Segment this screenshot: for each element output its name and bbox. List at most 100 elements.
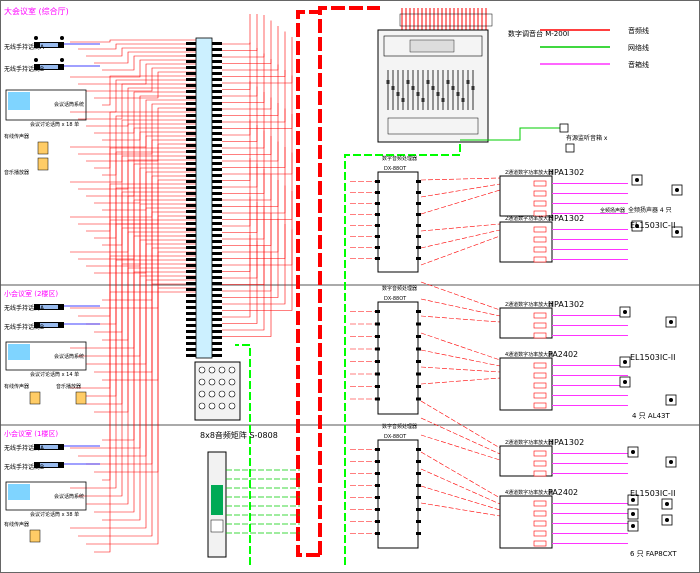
bus-out-line	[222, 235, 251, 318]
amp-label-4: 4通道数字功率放大器	[505, 351, 553, 358]
signal-line	[70, 239, 196, 449]
mixer-title: 数字调音台 M-200I	[508, 29, 569, 38]
signal-line	[78, 263, 196, 497]
amp-channel	[533, 540, 547, 547]
bus-connector	[186, 174, 196, 177]
proc-out-port	[416, 460, 421, 463]
processor-label-1: 数字音频处理器	[382, 155, 417, 162]
processor-label-2: 数字音频处理器	[382, 285, 417, 292]
speaker-cone	[675, 188, 679, 192]
matrix-knob	[208, 366, 216, 374]
proc-in-port	[375, 496, 380, 499]
speaker-cone	[665, 502, 669, 506]
bus-connector	[212, 300, 222, 303]
matrix-knob	[198, 366, 206, 374]
signal-line	[78, 63, 196, 85]
signal-line	[94, 71, 196, 99]
mic-label-3: 无线手持话筒A	[4, 304, 45, 312]
monitor-speaker	[559, 123, 569, 133]
signal-line	[70, 59, 196, 78]
fader-knob	[401, 98, 405, 102]
mixer-net	[460, 127, 560, 141]
proc-in-port	[375, 347, 380, 351]
matrix-knob	[208, 402, 216, 410]
amp-channel	[533, 530, 547, 537]
proc-out-port	[416, 335, 421, 338]
amp-feed	[420, 235, 501, 266]
proc-in-port	[375, 257, 380, 260]
bus-connector	[186, 282, 196, 285]
legend-speaker: 音箱线	[628, 60, 649, 69]
bus-connector	[186, 90, 196, 93]
matrix-knob	[208, 390, 216, 398]
fader-knob	[396, 92, 400, 96]
amp-feed	[420, 332, 501, 361]
signal-line	[94, 291, 196, 553]
proc-in-port	[375, 235, 380, 238]
bus-connector	[212, 336, 222, 339]
speaker-cone	[669, 398, 673, 402]
bus-connector	[212, 264, 222, 267]
rack-title-2: 会议话筒系统	[54, 353, 84, 360]
proc-out-port	[416, 213, 421, 216]
bus-connector	[186, 270, 196, 273]
amp-label-5: 2通道数字功率放大器	[505, 439, 553, 446]
proc-in-port	[375, 246, 380, 249]
amp-model-2: HPA1302	[548, 214, 584, 223]
matrix-knob	[198, 390, 206, 398]
zone-label-1: 大会议室 (综合厅)	[4, 6, 69, 16]
proc-in-port	[375, 532, 380, 535]
bus-connector	[186, 252, 196, 255]
signal-line	[70, 79, 196, 113]
speaker-note-1: 全频扬声器 4 只	[628, 206, 672, 214]
processor-box	[377, 171, 419, 273]
speaker-cone	[635, 178, 639, 182]
signal-line	[86, 287, 196, 545]
amp-model-6: PA2402	[548, 488, 578, 497]
amp-channel	[533, 200, 547, 207]
speaker-cone	[669, 460, 673, 464]
bus-connector	[186, 300, 196, 303]
amp-feed	[420, 229, 501, 249]
processor-box	[377, 439, 419, 549]
bus-connector	[186, 84, 196, 87]
proc-out-port	[416, 360, 421, 363]
amp-channel	[533, 470, 547, 477]
amp-channel	[533, 332, 547, 339]
fader-knob	[391, 86, 395, 90]
green-trunk	[235, 140, 461, 565]
fader-knob	[466, 80, 470, 84]
amp-feed	[420, 223, 501, 232]
bus-out-line	[222, 59, 272, 110]
bus-out-line	[222, 14, 258, 51]
conference-rack-3	[5, 481, 87, 511]
signal-line	[86, 207, 196, 365]
speaker-cone	[635, 224, 639, 228]
proc-out-port	[416, 532, 421, 535]
amp-channel	[533, 246, 547, 253]
proc-out-port	[416, 202, 421, 205]
proc-in-port	[375, 224, 380, 227]
signal-line	[94, 151, 196, 239]
fader-knob	[386, 80, 390, 84]
amp-feed	[420, 417, 501, 455]
bus-out-line	[222, 53, 265, 103]
processor-label-3: 数字音频处理器	[382, 423, 417, 430]
proc-in-port	[375, 372, 380, 376]
bus-out-line	[222, 240, 258, 324]
speaker-cone	[623, 380, 627, 384]
bus-output-lines	[222, 14, 293, 337]
signal-line	[70, 279, 196, 529]
input-signal-lines	[64, 39, 196, 553]
bus-connector	[186, 306, 196, 309]
bus-connector	[212, 216, 222, 219]
bus-connector	[212, 138, 222, 141]
bus-connector	[186, 312, 196, 315]
bus-connector	[186, 276, 196, 279]
proc-in-port	[375, 180, 380, 183]
bus-connector	[212, 90, 222, 93]
proc-out-port	[416, 235, 421, 238]
signal-line	[86, 67, 196, 92]
sub-note: 全频扬声器	[600, 207, 625, 214]
signal-line	[102, 95, 196, 141]
